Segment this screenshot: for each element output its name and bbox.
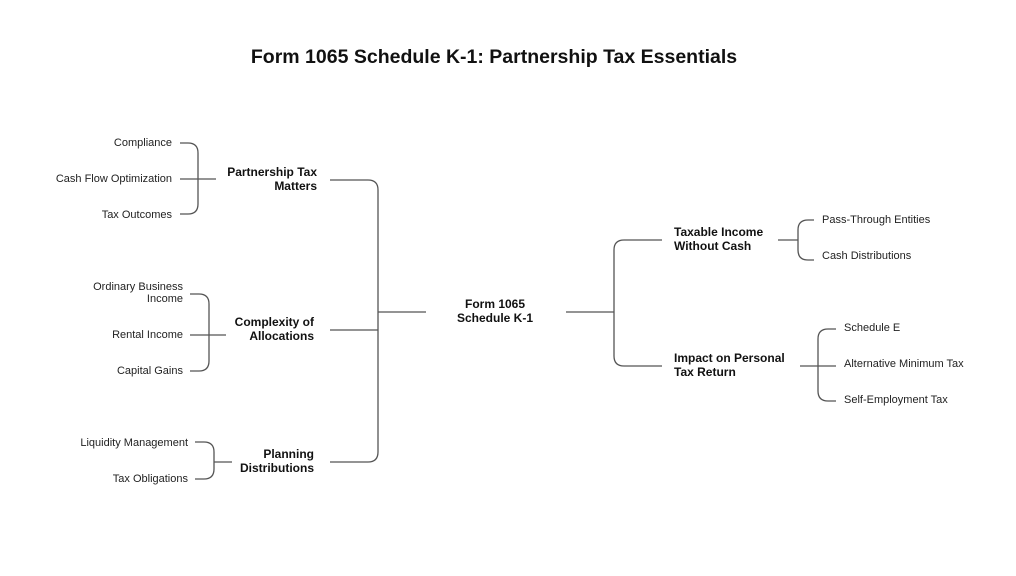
branch-label-line2: Tax Return [674,365,736,379]
branch-taxable-income-without-cash: Taxable Income Without Cash [674,225,784,253]
branch-label-line2: Allocations [249,329,314,343]
branch-partnership-tax-matters: Partnership Tax Matters [200,165,317,193]
branch-complexity-of-allocations: Complexity of Allocations [200,315,314,343]
leaf-liquidity-management: Liquidity Management [80,437,188,449]
leaf-label-line2: Income [146,293,183,305]
branch-label-line1: Complexity of [234,315,314,329]
leaf-self-employment-tax: Self-Employment Tax [844,394,948,406]
leaf-cash-flow-optimization: Cash Flow Optimization [55,173,172,185]
leaf-pass-through-entities: Pass-Through Entities [822,214,931,226]
leaf-label-line1: Ordinary Business [93,281,183,293]
leaf-capital-gains: Capital Gains [116,365,183,377]
root-label-line2: Schedule K-1 [456,311,534,325]
diagram-title: Form 1065 Schedule K-1: Partnership Tax … [250,46,738,68]
root-label-line1: Form 1065 [464,297,526,311]
leaf-alternative-minimum-tax: Alternative Minimum Tax [844,358,964,370]
branch-label-line2: Without Cash [674,239,752,253]
root-node: Form 1065 Schedule K-1 [440,297,550,325]
leaf-cash-distributions: Cash Distributions [822,250,912,262]
leaf-tax-outcomes: Tax Outcomes [101,209,172,221]
branch-label-line2: Matters [274,179,317,193]
branch-label-line2: Distributions [240,461,314,475]
branch-label-line1: Planning [263,447,314,461]
branch-label-line1: Partnership Tax [227,165,317,179]
branch-label-line1: Impact on Personal [674,351,785,365]
leaf-ordinary-business-income: Ordinary Business Income [40,281,183,305]
leaf-schedule-e: Schedule E [844,322,901,334]
leaf-rental-income: Rental Income [112,329,183,341]
branch-label-line1: Taxable Income [674,225,764,239]
leaf-compliance: Compliance [113,137,172,149]
branch-impact-on-personal-tax-return: Impact on Personal Tax Return [674,351,799,379]
branch-planning-distributions: Planning Distributions [232,447,324,475]
leaf-tax-obligations: Tax Obligations [112,473,188,485]
